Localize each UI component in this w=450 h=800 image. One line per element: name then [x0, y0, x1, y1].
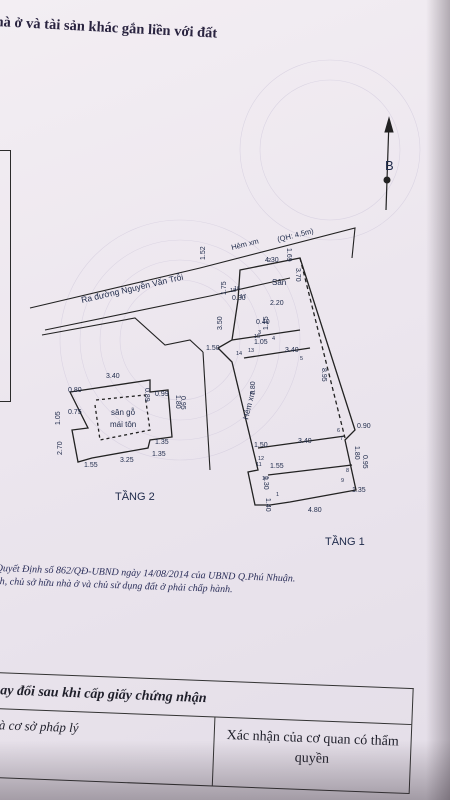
- plan-label: 5: [300, 356, 303, 362]
- dim: 7.80: [250, 381, 257, 395]
- floor1-outline: [216, 257, 357, 506]
- plan-label: 11: [256, 462, 262, 468]
- floor2-room-label: sân gỗ: [111, 408, 136, 417]
- plan-label: 4: [272, 336, 275, 342]
- dim: 8.95: [320, 368, 327, 382]
- plan-label: 3.25: [120, 457, 134, 464]
- dim: 1.30: [262, 476, 269, 490]
- street-label: Ra đường Nguyễn Văn Trỗi: [80, 272, 184, 305]
- floor2-title: TẦNG 2: [115, 490, 155, 503]
- plan-label: 18: [230, 288, 236, 294]
- plan-label: 3: [258, 330, 261, 336]
- floor2-outline: [69, 379, 173, 463]
- dim: 1.69: [285, 248, 292, 262]
- plan-label: 9: [341, 478, 344, 484]
- floor1-title: TẦNG 1: [325, 535, 365, 548]
- plan-label: 0.75: [68, 409, 82, 416]
- dim: 1.40: [264, 498, 271, 512]
- dim: 0.90: [357, 423, 371, 430]
- alley-width-label: (QH: 4.5m): [276, 226, 315, 244]
- dim: 0.95: [361, 455, 368, 469]
- plan-label: 17: [240, 294, 246, 300]
- plan-label: 0.95: [179, 396, 186, 410]
- dim: 1.15: [263, 316, 270, 330]
- floor2-dimensions: 0.80 3.40 0.89 0.99 1.80 0.95 1.35 1.05 …: [55, 345, 220, 469]
- dim: 1.75: [221, 281, 228, 295]
- plan-label: 3.40: [106, 373, 120, 380]
- footnote: Quyết Định số 862/QĐ-UBND ngày 14/08/201…: [0, 562, 416, 603]
- page-edge-shadow: [426, 0, 450, 800]
- floor2-roof-label: mái tôn: [110, 420, 136, 429]
- plan-label: 7: [340, 436, 343, 442]
- plan-label: 12: [258, 456, 264, 462]
- plan-label: 1.35: [155, 439, 169, 446]
- plan-label: 1.50: [206, 345, 220, 352]
- dim: 0.30: [232, 295, 246, 302]
- bottom-shadow: [0, 740, 450, 800]
- left-border-frame: [0, 150, 11, 402]
- floor1-point-numbers: 16 14 12 13 11 10 9 8 7 6 5 4 3 2 1 15 1…: [230, 258, 349, 498]
- floor1-dimensions: 4.30 1.52 1.75 3.50 3.70 2.20 0.40 1.15 …: [200, 246, 371, 514]
- dim: 1.52: [200, 246, 207, 260]
- dim: 3.40: [298, 438, 312, 445]
- plan-label: 1: [276, 492, 279, 498]
- plan-label: 0.89: [143, 388, 150, 402]
- plan-label: 0.80: [68, 387, 82, 394]
- plan-label: 1.05: [55, 411, 62, 425]
- plan-label: 13: [248, 348, 254, 354]
- plan-label: 1.55: [84, 462, 98, 469]
- yard-label: Sân: [272, 278, 286, 287]
- plan-label: 1.35: [152, 451, 166, 458]
- north-arrow: [383, 116, 394, 211]
- dim: 1.55: [270, 463, 284, 470]
- plan-label: 2: [268, 258, 271, 264]
- dim: 3.50: [217, 316, 224, 330]
- dim: 1.50: [254, 442, 268, 449]
- dim: 1.05: [254, 339, 268, 346]
- plan-label: 0.99: [155, 391, 169, 398]
- plan-label: 16: [234, 286, 240, 292]
- plan-label: 10: [262, 476, 268, 482]
- dim: 3.70: [294, 268, 301, 282]
- plan-label: 2.70: [57, 441, 64, 455]
- dim: 3.40: [285, 347, 299, 354]
- site-plan-drawing: B Hẻm xm (QH: 4.5m) Ra đường Nguyễn Văn …: [29, 59, 421, 548]
- dim: 1.80: [353, 446, 360, 460]
- dim: 2.20: [270, 300, 284, 307]
- plan-label: 14: [236, 351, 242, 357]
- alley-top-label: Hẻm xm: [230, 236, 259, 251]
- dim: 0.40: [256, 319, 270, 326]
- dim: 4.30: [265, 257, 279, 264]
- plan-label: 15: [254, 334, 260, 340]
- plan-label: 8: [346, 468, 349, 474]
- north-label: B: [385, 158, 394, 173]
- watermark-pattern: [59, 59, 421, 461]
- plan-label: 1.80: [174, 395, 181, 409]
- dim: 1.35: [352, 487, 366, 494]
- plan-label: 6: [337, 428, 340, 434]
- street-lines: [29, 227, 356, 471]
- dim: 4.80: [308, 507, 322, 514]
